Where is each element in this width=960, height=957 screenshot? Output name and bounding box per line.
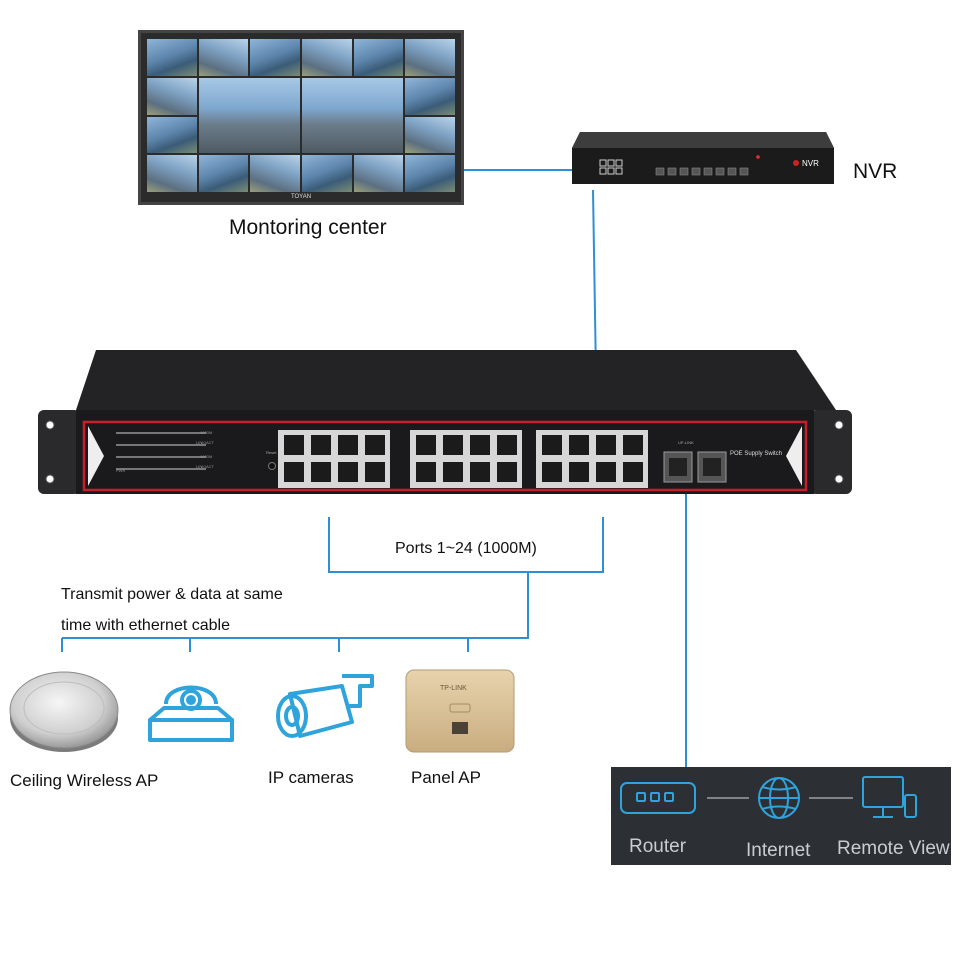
panel-ap-brand: TP-LINK bbox=[440, 685, 467, 692]
panel-ap-label: Panel AP bbox=[411, 768, 481, 787]
video-tile bbox=[302, 39, 352, 76]
router-icon bbox=[620, 782, 696, 814]
nvr-label: NVR bbox=[853, 160, 898, 183]
video-tile bbox=[250, 155, 300, 192]
ceiling-ap-icon bbox=[9, 671, 119, 752]
ports-bracket bbox=[328, 517, 604, 573]
switch-title: POE Supply Switch bbox=[730, 451, 782, 457]
remote-view-monitor-icon bbox=[862, 776, 917, 818]
transmit-label-line2: time with ethernet cable bbox=[61, 617, 230, 634]
monitor-brand: TOYAN bbox=[290, 194, 312, 200]
video-tile bbox=[147, 77, 197, 115]
remote-network-panel: Router Internet Remote View bbox=[611, 767, 951, 865]
led-label: 1000M bbox=[200, 454, 212, 459]
bullet-camera-icon bbox=[276, 674, 374, 738]
video-tile bbox=[353, 39, 404, 76]
router-label: Router bbox=[629, 836, 687, 857]
led-label: LINK/ACT bbox=[196, 440, 215, 445]
video-tile bbox=[147, 155, 197, 192]
video-tile bbox=[147, 116, 197, 154]
video-tile bbox=[405, 155, 455, 192]
video-tile-large bbox=[302, 77, 404, 154]
ip-cameras-label: IP cameras bbox=[268, 768, 354, 787]
sfp-label: UP-LINK bbox=[678, 440, 694, 445]
nvr-badge: NVR bbox=[802, 159, 819, 168]
video-tile bbox=[302, 155, 352, 192]
internet-label: Internet bbox=[746, 840, 811, 861]
transmit-label-line1: Transmit power & data at same bbox=[61, 586, 283, 603]
monitoring-video-wall: TOYAN bbox=[138, 30, 464, 205]
ports-label: Ports 1~24 (1000M) bbox=[395, 540, 537, 557]
led-label: PWR bbox=[116, 468, 125, 473]
remote-view-label: Remote View bbox=[837, 838, 950, 859]
network-icons bbox=[620, 776, 917, 819]
video-tile bbox=[405, 116, 455, 154]
dome-camera-icon bbox=[148, 685, 234, 742]
video-tile bbox=[198, 39, 249, 76]
reset-label: Reset bbox=[266, 450, 277, 455]
led-label: LINK/ACT bbox=[196, 464, 215, 469]
monitoring-center-label: Montoring center bbox=[229, 216, 387, 239]
video-tile bbox=[353, 155, 404, 192]
distribution-line bbox=[62, 572, 529, 639]
video-tile bbox=[405, 39, 455, 76]
ceiling-ap-label: Ceiling Wireless AP bbox=[10, 771, 159, 790]
nvr-device: NVR bbox=[572, 132, 834, 184]
panel-ap-device: TP-LINK bbox=[405, 669, 515, 753]
internet-globe-icon bbox=[758, 777, 800, 819]
led-label: 1000M bbox=[200, 430, 212, 435]
video-tile bbox=[198, 155, 249, 192]
poe-switch: LINK/ACT LINK/ACT PWR 1000M 1000M Reset bbox=[38, 350, 852, 494]
video-tile-large bbox=[198, 77, 300, 154]
video-tile bbox=[147, 39, 197, 76]
video-tile bbox=[405, 77, 455, 115]
video-tile bbox=[250, 39, 300, 76]
